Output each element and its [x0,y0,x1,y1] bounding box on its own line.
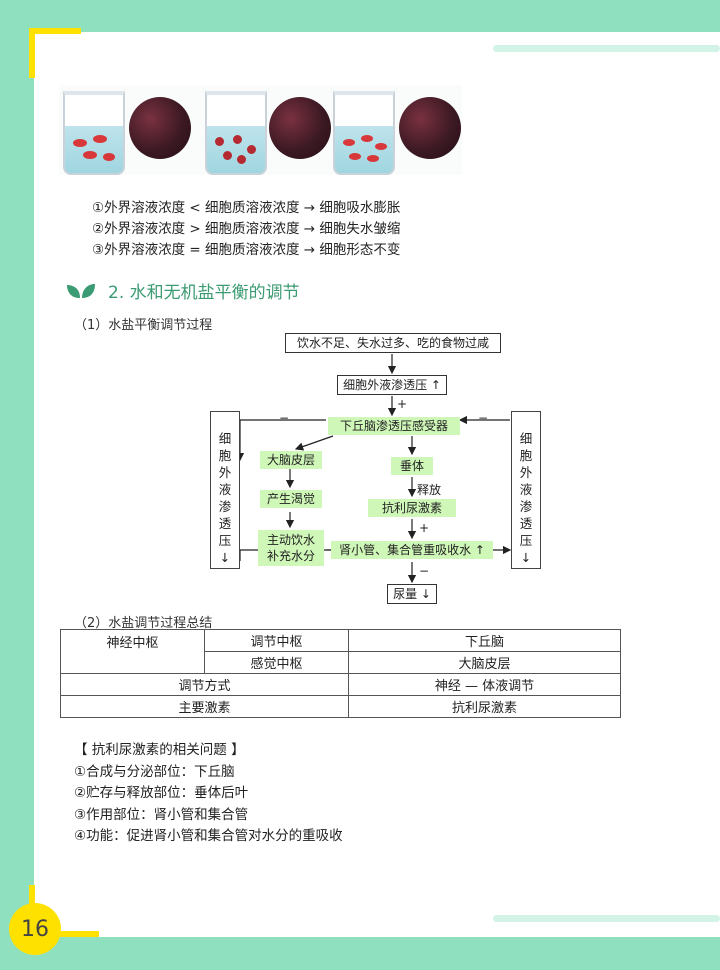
flow-node-kidney: 肾小管、集合管重吸收水 ↑ [331,541,493,559]
sign-plus: + [397,397,407,411]
table-row: 神经中枢 调节中枢 下丘脑 [61,630,621,652]
corner-accent-top-h [29,28,81,34]
leaf-icon [66,282,96,300]
micrograph-image [129,97,191,159]
list-item: ①外界溶液浓度 < 细胞质溶液浓度 → 细胞吸水膨胀 [92,198,400,219]
flowchart-arrows [205,327,545,607]
subheading-process: （1）水盐平衡调节过程 [74,314,212,333]
flow-node-osmotic-rise: 细胞外液渗透压 ↑ [337,375,447,395]
flow-node-cause: 饮水不足、失水过多、吃的食物过咸 [285,333,501,353]
flow-node-receptor: 下丘脑渗透压感受器 [328,417,460,435]
section-heading: 2. 水和无机盐平衡的调节 [66,278,300,303]
sign-plus: + [419,521,429,535]
osmosis-list: ①外界溶液浓度 < 细胞质溶液浓度 → 细胞吸水膨胀 ②外界溶液浓度 > 细胞质… [92,198,400,261]
label-release: 释放 [417,481,441,498]
flow-col-right: 细 胞 外 液 渗 透 压 ↓ [511,411,541,569]
sign-minus: − [279,411,289,425]
cell-mode-val: 神经 — 体液调节 [349,674,621,696]
list-item: ③外界溶液浓度 = 细胞质溶液浓度 → 细胞形态不变 [92,240,400,261]
cell-sense-center-val: 大脑皮层 [349,652,621,674]
table-row: 调节方式 神经 — 体液调节 [61,674,621,696]
list-item: ②外界溶液浓度 > 细胞质溶液浓度 → 细胞失水皱缩 [92,219,400,240]
cell-hormone-val: 抗利尿激素 [349,696,621,718]
beaker-image [63,91,125,175]
osmosis-photo [59,85,462,175]
beaker-image [205,91,267,175]
decor-line-bottom [493,915,720,922]
corner-accent-top [29,28,35,78]
list-item: ③作用部位：肾小管和集合管 [74,805,343,827]
micrograph-image [269,97,331,159]
cell-nerve-center: 神经中枢 [61,630,205,674]
cell-mode: 调节方式 [61,674,349,696]
list-item: ①合成与分泌部位：下丘脑 [74,762,343,784]
cell-sense-center: 感觉中枢 [205,652,349,674]
cell-reg-center: 调节中枢 [205,630,349,652]
micrograph-image [399,97,461,159]
flow-node-drink: 主动饮水 补充水分 [258,530,324,566]
sign-minus: − [419,564,429,578]
cell-reg-center-val: 下丘脑 [349,630,621,652]
list-item: ④功能：促进肾小管和集合管对水分的重吸收 [74,826,343,848]
flow-node-adh: 抗利尿激素 [368,499,456,517]
flow-col-left: 细 胞 外 液 渗 透 压 ↓ [210,411,240,569]
page-number: 16 [9,903,61,955]
section-title: 2. 水和无机盐平衡的调节 [108,278,300,303]
list-item: ②贮存与释放部位：垂体后叶 [74,783,343,805]
adh-notes: 【 抗利尿激素的相关问题 】 ①合成与分泌部位：下丘脑 ②贮存与释放部位：垂体后… [74,740,343,848]
adh-heading: 【 抗利尿激素的相关问题 】 [74,740,343,762]
cell-hormone: 主要激素 [61,696,349,718]
sign-minus: − [478,411,488,425]
beaker-image [333,91,395,175]
summary-table: 神经中枢 调节中枢 下丘脑 感觉中枢 大脑皮层 调节方式 神经 — 体液调节 主… [60,629,621,718]
flow-node-urine: 尿量 ↓ [387,584,437,604]
flow-node-pituitary: 垂体 [391,457,433,475]
decor-line-top [493,45,720,52]
flow-node-thirst: 产生渴觉 [260,490,322,508]
water-salt-flowchart: 饮水不足、失水过多、吃的食物过咸 细胞外液渗透压 ↑ + 下丘脑渗透压感受器 细… [205,327,545,607]
flow-node-cortex: 大脑皮层 [260,451,322,469]
table-row: 主要激素 抗利尿激素 [61,696,621,718]
